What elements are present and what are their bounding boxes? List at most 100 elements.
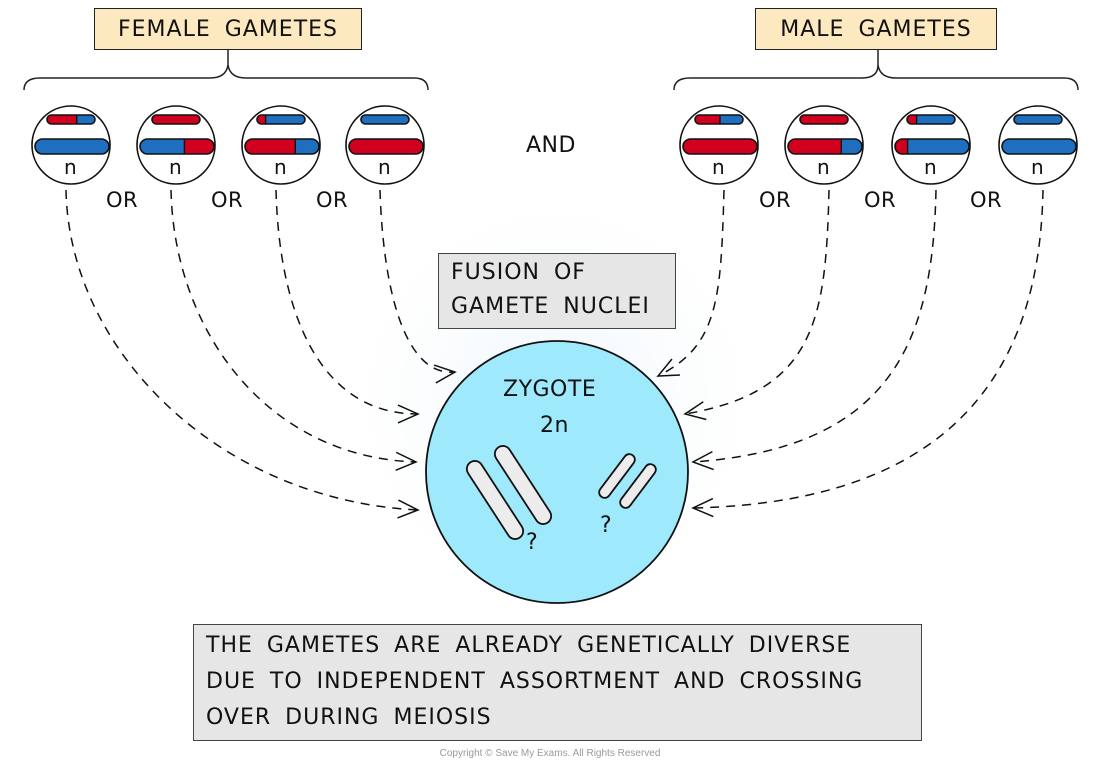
blue-allele-segment bbox=[361, 115, 409, 124]
or-separator: OR bbox=[211, 188, 244, 212]
fusion-arrow bbox=[691, 189, 937, 471]
dashed-path bbox=[692, 189, 937, 463]
chromosome bbox=[906, 114, 956, 125]
unknown-mark: ? bbox=[526, 530, 539, 555]
male-gamete bbox=[784, 105, 864, 185]
fusion-label-line: GAMETE NUCLEI bbox=[451, 294, 650, 319]
red-allele-segment bbox=[788, 139, 842, 154]
arrowhead-icon bbox=[395, 451, 418, 471]
zygote-chromosome bbox=[493, 445, 553, 525]
zygote-title: ZYGOTE bbox=[503, 377, 597, 402]
male-gametes-title: MALE GAMETES bbox=[780, 16, 972, 42]
zygote-chromosome bbox=[619, 463, 657, 509]
dashed-path bbox=[379, 189, 456, 373]
explanation-line: OVER DURING MEIOSIS bbox=[206, 705, 492, 730]
red-allele-segment bbox=[907, 115, 917, 124]
chromosome-outline bbox=[799, 114, 849, 125]
blue-allele-segment bbox=[719, 115, 743, 124]
red-allele-segment bbox=[683, 139, 757, 154]
zygote-chromosomes bbox=[465, 445, 657, 540]
zygote-cell bbox=[425, 340, 689, 604]
female-gamete bbox=[241, 105, 321, 185]
chromosome-outline bbox=[360, 114, 410, 125]
fusion-arrow bbox=[65, 189, 420, 519]
explanation-line: THE GAMETES ARE ALREADY GENETICALLY DIVE… bbox=[206, 633, 852, 658]
blue-allele-segment bbox=[1002, 139, 1076, 154]
copyright-notice: Copyright © Save My Exams. All Rights Re… bbox=[439, 748, 661, 759]
chromosome bbox=[799, 114, 849, 125]
female-gametes-title: FEMALE GAMETES bbox=[117, 16, 339, 42]
arrowhead-icon bbox=[691, 450, 714, 471]
dashed-path bbox=[684, 189, 830, 415]
chromosome-outline bbox=[151, 114, 201, 125]
dashed-path bbox=[65, 189, 419, 511]
fusion-arrow bbox=[683, 189, 830, 421]
red-allele-segment bbox=[349, 139, 423, 154]
female-gamete bbox=[31, 105, 111, 185]
female-gametes-label: FEMALE GAMETES bbox=[94, 8, 362, 50]
chromosome-outline bbox=[694, 114, 744, 125]
chromosome-outline bbox=[244, 138, 320, 155]
male-gamete bbox=[679, 105, 759, 185]
chromosome-outline bbox=[682, 138, 758, 155]
chromosome bbox=[151, 114, 201, 125]
fusion-label-line: FUSION OF bbox=[451, 260, 586, 285]
chromosome bbox=[256, 114, 306, 125]
red-allele-segment bbox=[695, 115, 720, 124]
male-gametes-label: MALE GAMETES bbox=[755, 8, 997, 50]
chromosome bbox=[694, 114, 744, 125]
chromosome-outline bbox=[1013, 114, 1063, 125]
fusion-arrow bbox=[656, 189, 725, 377]
chromosome bbox=[244, 138, 320, 155]
explanation-line: DUE TO INDEPENDENT ASSORTMENT AND CROSSI… bbox=[206, 669, 864, 694]
haploid-label: n bbox=[817, 155, 831, 179]
or-separator: OR bbox=[864, 188, 897, 212]
fusion-arrow bbox=[379, 189, 457, 384]
chromosome-outline bbox=[256, 114, 306, 125]
haploid-label: n bbox=[712, 155, 726, 179]
male-gamete bbox=[998, 105, 1078, 185]
zygote-ploidy: 2n bbox=[540, 413, 569, 438]
or-separator: OR bbox=[970, 188, 1003, 212]
red-allele-segment bbox=[800, 115, 848, 124]
chromosome-outline bbox=[906, 114, 956, 125]
chromosome-outline bbox=[348, 138, 424, 155]
fusion-arrow bbox=[170, 189, 418, 471]
haploid-label: n bbox=[924, 155, 938, 179]
arrowhead-icon bbox=[397, 499, 420, 519]
haploid-label: n bbox=[274, 155, 288, 179]
unknown-mark: ? bbox=[600, 513, 613, 538]
chromosome-outline bbox=[139, 138, 215, 155]
chromosome-outline bbox=[1001, 138, 1077, 155]
or-separator: OR bbox=[106, 188, 139, 212]
chromosome bbox=[787, 138, 863, 155]
red-allele-segment bbox=[152, 115, 200, 124]
chromosome bbox=[894, 138, 970, 155]
zygote-chromosome bbox=[465, 460, 525, 540]
blue-allele-segment bbox=[841, 139, 862, 154]
or-separator: OR bbox=[316, 188, 349, 212]
chromosome-outline bbox=[34, 138, 110, 155]
dashed-path bbox=[657, 189, 725, 377]
chromosome bbox=[139, 138, 215, 155]
chromosome bbox=[46, 114, 96, 125]
fusion-arrow bbox=[691, 189, 1044, 518]
blue-allele-segment bbox=[140, 139, 185, 154]
chromosome bbox=[34, 138, 110, 155]
red-allele-segment bbox=[895, 139, 908, 154]
haploid-label: n bbox=[378, 155, 392, 179]
chromosome-outline bbox=[894, 138, 970, 155]
male-brace bbox=[673, 50, 1079, 91]
arrowhead-icon bbox=[433, 364, 457, 384]
blue-allele-segment bbox=[295, 139, 319, 154]
fusion-arrow bbox=[275, 189, 420, 424]
or-separator: OR bbox=[759, 188, 792, 212]
blue-allele-segment bbox=[907, 139, 969, 154]
zygote-chromosome bbox=[598, 453, 636, 499]
blue-allele-segment bbox=[1014, 115, 1062, 124]
red-allele-segment bbox=[245, 139, 296, 154]
dashed-path bbox=[275, 189, 419, 415]
arrowhead-icon bbox=[691, 497, 714, 518]
chromosome-outline bbox=[787, 138, 863, 155]
